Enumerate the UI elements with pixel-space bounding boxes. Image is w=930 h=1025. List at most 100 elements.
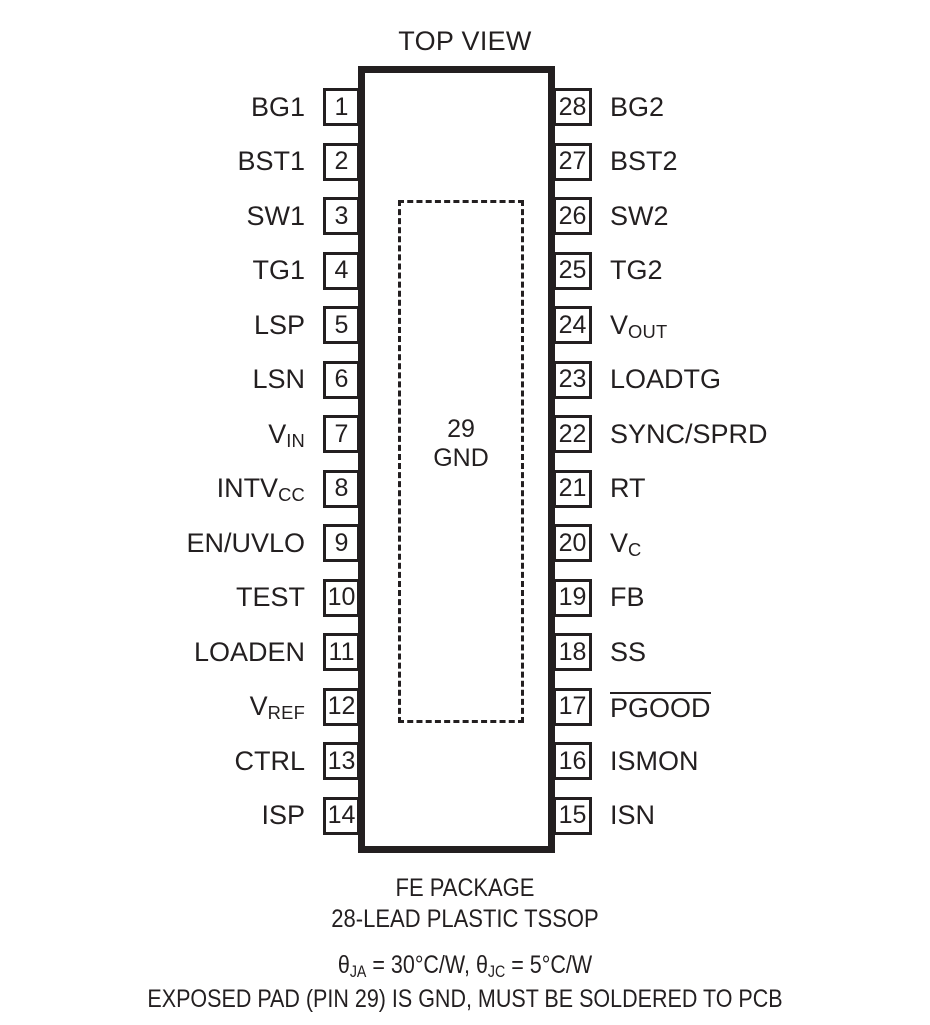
pin-label-26: SW2 <box>610 200 669 231</box>
pin-label-text: BG1 <box>250 91 305 122</box>
pin-label-text: PGOOD <box>610 691 711 723</box>
pin-row: LSN 6 <box>40 360 360 399</box>
thermal-resistance-line: θJA = 30°C/W, θJC = 5°C/W <box>65 950 865 984</box>
pin-label-text: ISP <box>261 800 305 830</box>
pin-number-27: 27 <box>553 142 592 181</box>
pin-label-text: LOADTG <box>610 364 722 394</box>
pin-number-20: 20 <box>553 524 592 562</box>
pin-label-text: TEST <box>235 582 305 612</box>
pin-label-25: TG2 <box>610 257 663 284</box>
pin-number-10: 10 <box>323 578 360 617</box>
pin-row: ISP 14 <box>40 796 360 835</box>
pin-label-text: V <box>268 418 287 449</box>
pin-label-14: ISP <box>261 802 305 829</box>
pin-label-text: SW2 <box>610 200 669 231</box>
pin-number-12: 12 <box>323 687 360 726</box>
pin-label-27: BST2 <box>610 148 678 175</box>
pin-number-26: 26 <box>553 197 592 235</box>
pin-label-text: ISMON <box>610 745 699 776</box>
pin-number-1: 1 <box>323 88 360 126</box>
pin-row: TEST 10 <box>40 578 360 617</box>
pin-label-text: FB <box>610 582 645 612</box>
pin-number-4: 4 <box>323 251 360 290</box>
pin-number-7: 7 <box>323 415 360 453</box>
pin-label-28: BG2 <box>610 91 665 122</box>
pin-label-text: RT <box>610 473 646 503</box>
exposed-pad-outline <box>398 200 524 723</box>
pin-number-22: 22 <box>553 415 592 453</box>
pin-label-text: BG2 <box>610 91 665 122</box>
pin-label-subscript: CC <box>278 484 305 506</box>
pin-label-text: LOADEN <box>193 636 305 667</box>
pin-label-11: LOADEN <box>193 636 305 667</box>
pin-label-text: LSN <box>252 364 305 394</box>
pin-row: 22 SYNC/SPRD <box>553 415 913 453</box>
pin-label-19: FB <box>610 584 645 611</box>
pin-number-25: 25 <box>553 251 592 290</box>
pin-label-17: PGOOD <box>610 691 711 723</box>
pin-label-5: LSP <box>254 311 305 339</box>
package-type: 28-LEAD PLASTIC TSSOP <box>331 905 599 933</box>
pin-row: LSP 5 <box>40 306 360 344</box>
pin-label-subscript: IN <box>286 429 305 451</box>
pin-row: LOADEN 11 <box>40 633 360 671</box>
pin-label-10: TEST <box>236 584 305 611</box>
pin-label-9: EN/UVLO <box>186 529 305 557</box>
pin-number-24: 24 <box>553 306 592 344</box>
pin-label-3: SW1 <box>246 200 305 231</box>
pin-row: 27 BST2 <box>553 142 913 181</box>
pin-label-text: V <box>610 527 629 558</box>
pin-label-text: ISN <box>610 800 656 830</box>
pin-row: SW1 3 <box>40 197 360 235</box>
page-title: TOP VIEW <box>398 26 532 56</box>
pin-label-15: ISN <box>610 802 655 829</box>
pin-number-23: 23 <box>553 360 592 399</box>
pin-row: TG1 4 <box>40 251 360 290</box>
exposed-pad-note: EXPOSED PAD (PIN 29) IS GND, MUST BE SOL… <box>147 985 783 1013</box>
pin-label-subscript: OUT <box>628 320 668 342</box>
package-caption: FE PACKAGE 28-LEAD PLASTIC TSSOP <box>0 873 930 935</box>
pin-label-2: BST1 <box>237 148 305 175</box>
pin-label-text: CTRL <box>234 745 305 776</box>
pin-number-8: 8 <box>323 469 360 508</box>
pin-row: 26 SW2 <box>553 197 913 235</box>
pin-label-6: LSN <box>252 366 305 393</box>
pin-number-16: 16 <box>553 742 592 780</box>
pin-label-text: SW1 <box>246 200 305 231</box>
pin-number-3: 3 <box>323 197 360 235</box>
pin-number-19: 19 <box>553 578 592 617</box>
pin-label-text: V <box>249 691 268 721</box>
pin-number-11: 11 <box>323 633 360 671</box>
pin-number-13: 13 <box>323 742 360 780</box>
theta-ja-subscript: JA <box>349 962 367 981</box>
pin-row: BG1 1 <box>40 88 360 126</box>
pin-label-text: TG1 <box>252 255 305 285</box>
pin-number-17: 17 <box>553 687 592 726</box>
pin-label-1: BG1 <box>250 91 305 122</box>
pin-number-6: 6 <box>323 360 360 399</box>
pin-label-text: BST1 <box>237 146 305 176</box>
pin-number-5: 5 <box>323 306 360 344</box>
package-name: FE PACKAGE <box>395 874 535 902</box>
pin-label-text: SS <box>610 636 647 667</box>
pin-label-subscript: REF <box>267 702 305 724</box>
pin-row: 23 LOADTG <box>553 360 913 399</box>
theta-jc-subscript: JC <box>487 962 506 981</box>
pin-label-4: TG1 <box>252 257 305 284</box>
pin-label-18: SS <box>610 636 647 667</box>
pin-row: CTRL 13 <box>40 742 360 780</box>
pin-label-22: SYNC/SPRD <box>610 420 768 448</box>
pin-number-14: 14 <box>323 796 360 835</box>
